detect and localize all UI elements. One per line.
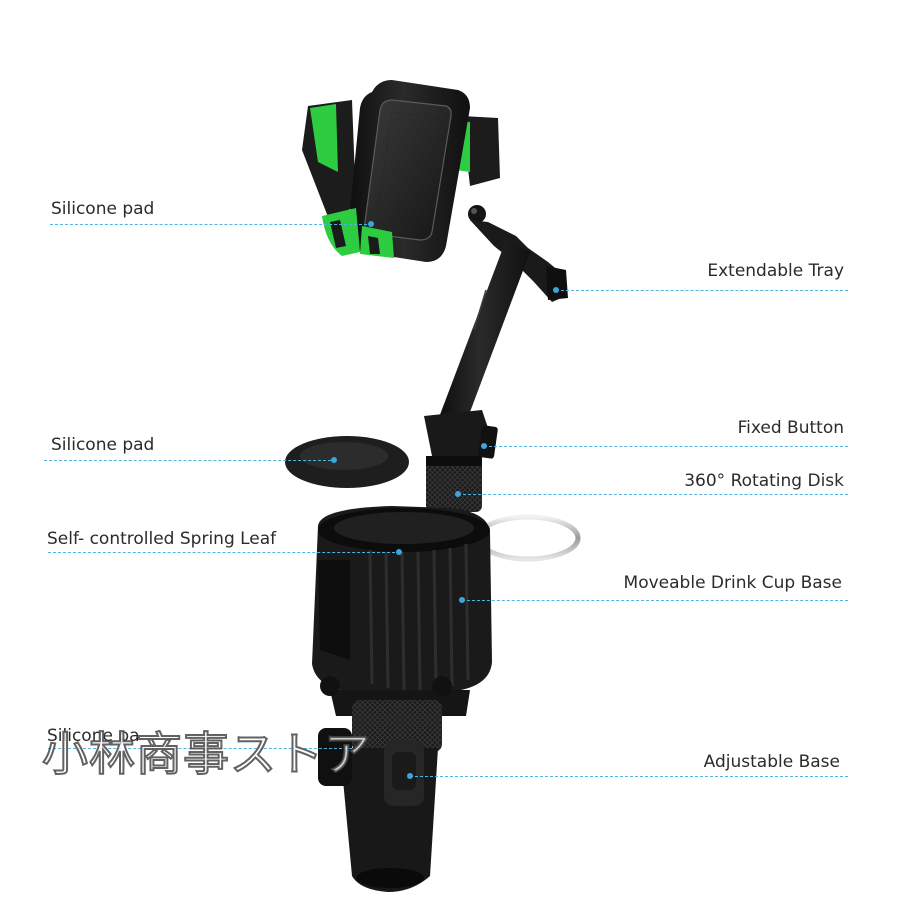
label-silicone-pad-bottom: Silicone pa (47, 726, 140, 746)
leader-spring-leaf (48, 552, 400, 553)
leader-adjustable-base (410, 776, 848, 777)
leader-drink-cup-base (462, 600, 848, 601)
leader-dot (459, 597, 465, 603)
leader-dot (407, 773, 413, 779)
leader-dot (553, 287, 559, 293)
leader-extendable-tray (556, 290, 848, 291)
extendable-arm (424, 205, 568, 462)
label-drink-cup-base: Moveable Drink Cup Base (623, 573, 842, 593)
leader-dot (455, 491, 461, 497)
leader-fixed-button (484, 446, 848, 447)
leader-dot (396, 549, 402, 555)
label-fixed-button: Fixed Button (737, 418, 844, 438)
clamp-green-pad-left (310, 104, 338, 172)
store-watermark: 小林商事ストア (41, 726, 371, 782)
leader-silicone-pad-mid (44, 460, 336, 461)
label-rotating-disk: 360° Rotating Disk (684, 471, 844, 491)
cup-holder (312, 506, 492, 716)
label-spring-leaf: Self- controlled Spring Leaf (47, 529, 277, 549)
rotating-disk (426, 456, 482, 512)
leader-silicone-pad-top (50, 224, 372, 225)
phone-clamp (302, 80, 500, 262)
leader-dot (481, 443, 487, 449)
label-silicone-pad-mid: Silicone pad (51, 435, 155, 455)
adjustable-base (318, 700, 442, 892)
leader-dot (331, 457, 337, 463)
leader-rotating-disk (458, 494, 848, 495)
label-silicone-pad-top: Silicone pad (51, 199, 155, 219)
label-extendable-tray: Extendable Tray (707, 261, 844, 281)
leader-silicone-pad-bottom (48, 748, 352, 749)
leader-dot (368, 221, 374, 227)
label-adjustable-base: Adjustable Base (703, 752, 840, 772)
